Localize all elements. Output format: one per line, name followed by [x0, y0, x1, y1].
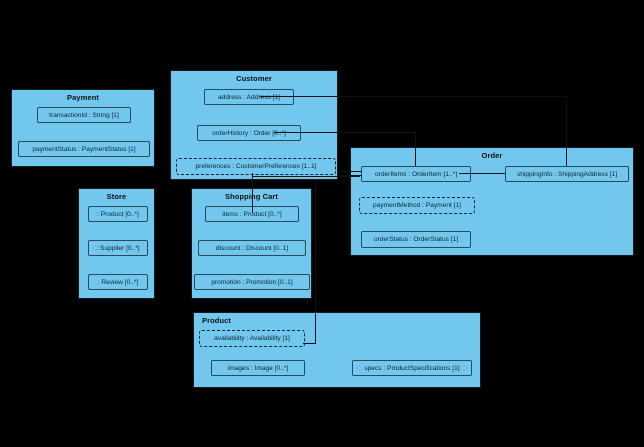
connector-address-to-shippinginfo — [260, 96, 567, 98]
attribute-customer-address[interactable]: address : Address [1] — [204, 89, 294, 105]
attribute-product-availability[interactable]: availability : Availability [1] — [199, 330, 305, 347]
class-title-payment: Payment — [67, 93, 99, 102]
class-box-product[interactable]: Product availability : Availability [1] im… — [193, 312, 481, 388]
connector-address-to-shippinginfo — [566, 96, 568, 166]
attribute-product-specs[interactable]: specs : ProductSpecifications [1] — [352, 360, 472, 376]
attribute-order-orderStatus[interactable]: orderStatus : OrderStatus [1] — [361, 231, 471, 248]
connector-orderitems-left-stub — [340, 171, 362, 173]
connector-cart-items-to-availability — [303, 343, 316, 345]
class-box-store[interactable]: Store : Product [0..*] : Supplier [0..*] : … — [78, 188, 155, 299]
connector-orderitems-left-stub — [340, 175, 362, 177]
attribute-order-paymentMethod[interactable]: paymentMethod : Payment [1] — [359, 197, 475, 214]
attribute-payment-transactionId[interactable]: transactionId : String [1] — [37, 107, 131, 123]
attribute-order-orderItems[interactable]: orderItems : OrderItem [1..*] — [361, 166, 471, 182]
connector-preferences-to-orderitems — [252, 173, 254, 177]
class-title-customer: Customer — [236, 74, 272, 83]
attribute-store-storeProducts[interactable]: : Product [0..*] — [88, 206, 148, 222]
class-title-product: Product — [202, 316, 232, 325]
class-box-order[interactable]: Order orderItems : OrderItem [1..*] shippi… — [350, 147, 634, 256]
attribute-order-shippingInfo[interactable]: shippingInfo : ShippingAddress [1] — [505, 166, 629, 182]
attribute-payment-paymentStatus[interactable]: paymentStatus : PaymentStatus [1] — [18, 141, 150, 157]
connector-preferences-to-orderitems — [252, 176, 360, 178]
class-box-payment[interactable]: Payment transactionId : String [1] payment… — [11, 89, 155, 167]
attribute-customer-preferences[interactable]: preferences : CustomerPreferences [1..1] — [176, 158, 336, 175]
class-title-shopping-cart: Shopping Cart — [225, 192, 278, 201]
connector-cart-items-to-availability — [315, 180, 317, 344]
connector-orderitems-to-shippinginfo — [459, 173, 505, 175]
attribute-store-storeSuppliers[interactable]: : Supplier [0..*] — [88, 240, 148, 256]
attribute-shopping-cart-promotion[interactable]: promotion : Promotion [0..1] — [194, 274, 310, 290]
connector-customer-to-cart-items — [252, 176, 254, 213]
class-title-order: Order — [481, 151, 503, 160]
attribute-store-storeReviews[interactable]: : Review [0..*] — [88, 274, 148, 290]
class-title-store: Store — [106, 192, 127, 201]
attribute-shopping-cart-discount[interactable]: discount : Discount [0..1] — [198, 240, 306, 256]
connector-orderhistory-to-orderitems — [274, 132, 416, 134]
attribute-product-images[interactable]: images : Image [0..*] — [211, 360, 305, 376]
connector-orderhistory-to-orderitems — [415, 132, 417, 166]
